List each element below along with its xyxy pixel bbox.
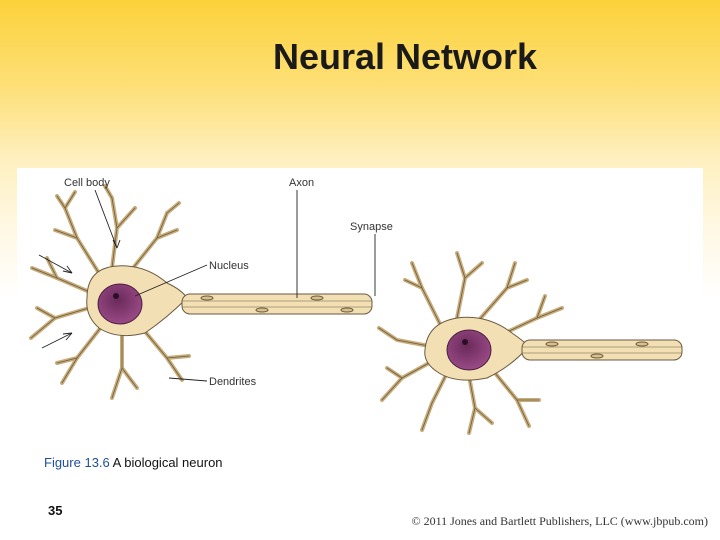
neuron-figure: Cell body Axon Synapse Nucleus Dendrites xyxy=(17,168,703,440)
label-nucleus: Nucleus xyxy=(209,260,249,272)
label-dendrites: Dendrites xyxy=(209,376,257,388)
left-dendrite-outlines xyxy=(30,185,190,399)
right-neuron xyxy=(377,251,683,435)
page-number: 35 xyxy=(48,503,63,518)
label-cell-body: Cell body xyxy=(64,177,110,189)
slide-title: Neural Network xyxy=(272,36,538,77)
arrow-upper xyxy=(38,254,73,274)
figure-number: Figure 13.6 xyxy=(44,455,110,470)
dendrites-leader xyxy=(168,377,208,382)
figure-caption: Figure 13.6 A biological neuron xyxy=(44,455,223,470)
neuron-diagram: Cell body Axon Synapse Nucleus Dendrites xyxy=(29,177,683,435)
label-synapse: Synapse xyxy=(350,221,393,233)
left-neuron xyxy=(29,184,373,400)
copyright-notice: © 2011 Jones and Bartlett Publishers, LL… xyxy=(411,514,708,528)
annotation-lines xyxy=(38,189,376,382)
nucleus-leader xyxy=(134,264,208,297)
figure-caption-text: A biological neuron xyxy=(112,455,223,470)
right-dendrite-outlines xyxy=(378,252,563,434)
right-nucleus xyxy=(446,329,492,371)
left-nucleus xyxy=(97,283,143,325)
arrow-lower xyxy=(41,332,73,349)
label-axon: Axon xyxy=(289,177,314,189)
right-axon xyxy=(521,339,683,361)
left-axon xyxy=(181,293,373,315)
cell-body-leader xyxy=(94,189,118,249)
